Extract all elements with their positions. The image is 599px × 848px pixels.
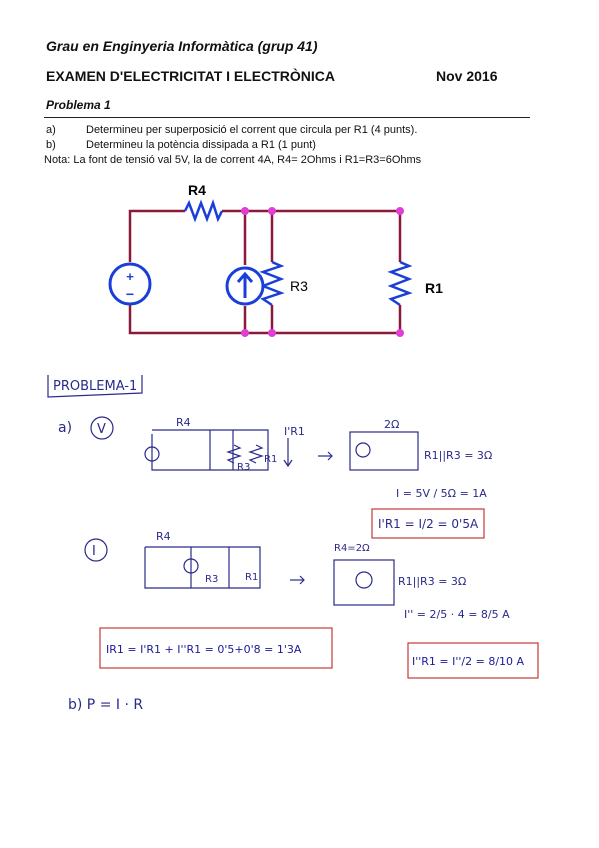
hw-i-r1-v: I'R1 [284,425,305,438]
resistor-r3 [259,260,285,307]
course-title: Grau en Enginyeria Informàtica (grup 41) [46,38,318,54]
hw-eq-total: IR1 = I'R1 + I''R1 = 0'5+0'8 = 1'3A [106,643,302,656]
problem-title: Problema 1 [46,98,111,112]
hw-label-r3: R3 [237,462,250,473]
hw-part-a: a) [58,420,72,436]
hw-label-r3-b: R3 [205,574,218,585]
label-r3: R3 [290,278,308,294]
hw-r4-2ohm: R4=2Ω [334,543,370,554]
hw-eq-ir1-i: I''R1 = I''/2 = 8/10 A [412,655,525,668]
label-r1: R1 [425,280,443,296]
question-a-key: a) [46,124,56,136]
hw-case-v: V [97,422,106,437]
question-b-key: b) [46,139,56,151]
label-r4: R4 [188,182,206,198]
hw-part-b: b) P = I · R [68,697,143,713]
problem-note: Nota: La font de tensió val 5V, la de co… [44,154,422,166]
hw-label-r1: R1 [264,454,277,465]
exam-title: EXAMEN D'ELECTRICITAT I ELECTRÒNICA [46,68,336,84]
question-b-text: Determineu la potència dissipada a R1 (1… [86,139,316,151]
hw-eq-ir1-v: I'R1 = I/2 = 0'5A [378,517,479,531]
hw-r1-par-r3-b: R1||R3 = 3Ω [398,575,466,588]
circuit-wires [128,209,402,335]
hw-eq-i: I = 5V / 5Ω = 1A [396,487,487,500]
hw-r1-par-r3: R1||R3 = 3Ω [424,449,492,462]
current-source [225,266,265,306]
voltage-source: + − [108,262,152,306]
circuit-nodes [241,207,404,337]
hw-2ohm: 2Ω [384,418,399,431]
question-a-text: Determineu per superposició el corrent q… [86,124,418,136]
hw-eq-ii: I'' = 2/5 · 4 = 8/5 A [404,608,510,621]
hw-label-r4-b: R4 [156,530,171,543]
hw-label-r4: R4 [176,416,191,429]
hw-heading: PROBLEMA-1 [53,379,137,394]
resistor-r1 [387,260,413,307]
hw-case-i: I [92,544,96,559]
exam-date: Nov 2016 [436,68,498,84]
header-rule [44,117,530,118]
svg-text:+: + [126,269,134,284]
hw-label-r1-b: R1 [245,572,258,583]
svg-text:−: − [126,286,134,302]
resistor-r4 [183,199,224,223]
